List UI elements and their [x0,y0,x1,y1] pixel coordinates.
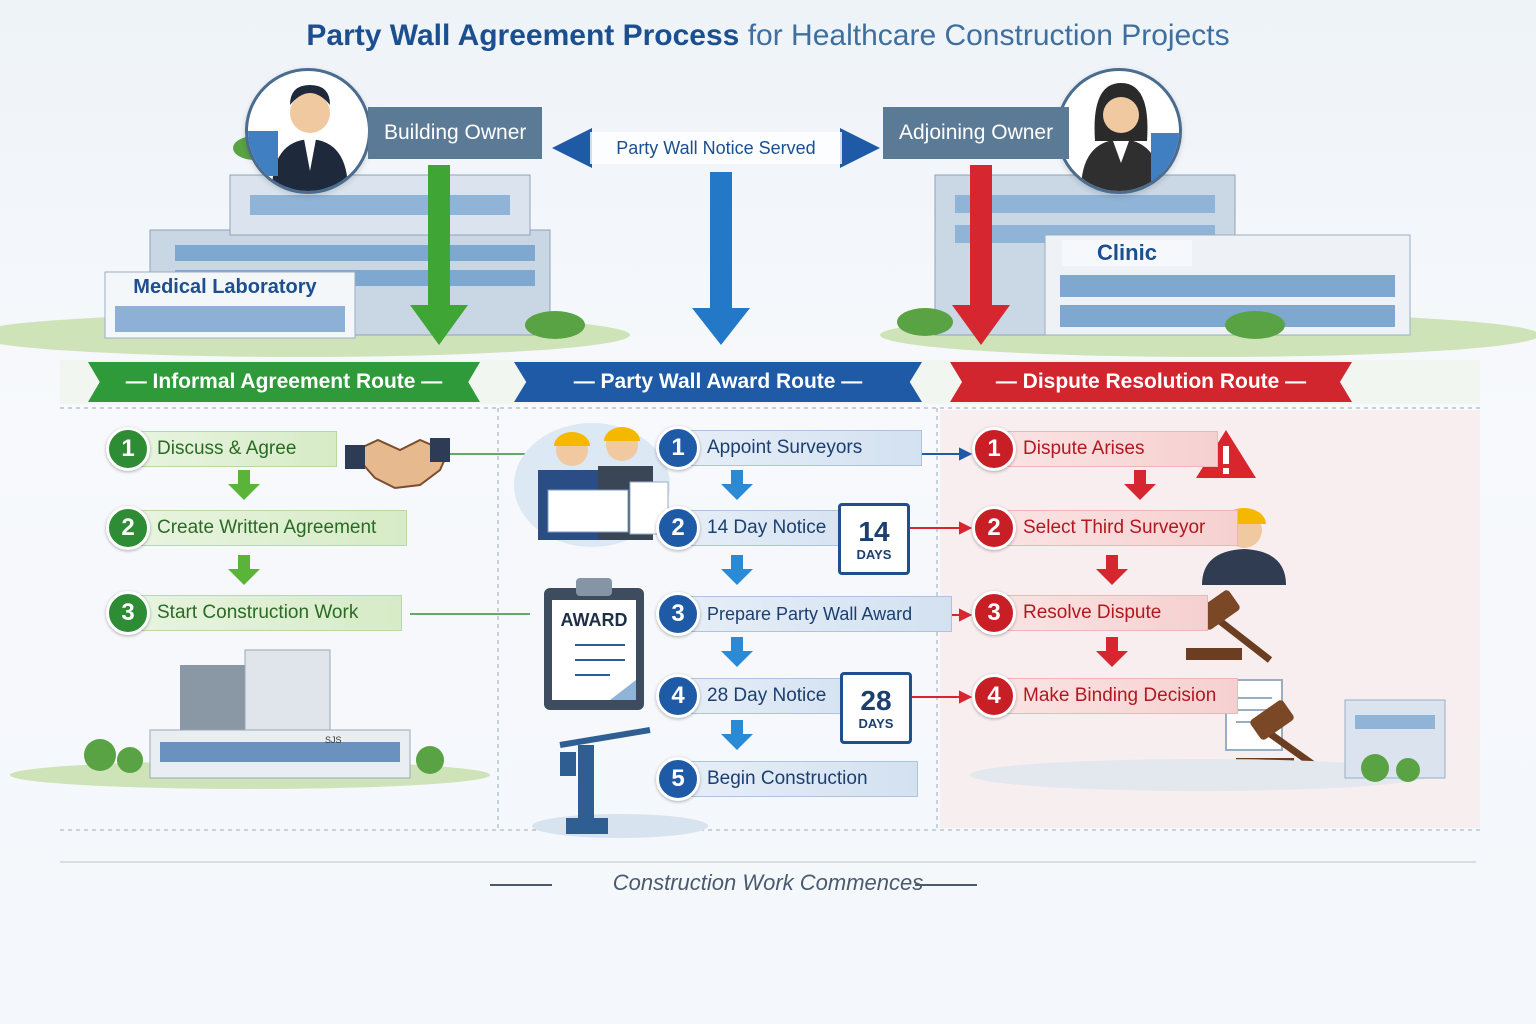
green-down-arrow [410,165,468,345]
step-number: 3 [972,591,1016,635]
adjoining-owner-label: Adjoining Owner [883,107,1070,159]
route-name: Dispute Resolution Route [1022,370,1280,393]
green-step-3: 3 Start Construction Work [106,591,402,635]
calendar-number: 28 [860,685,892,716]
step-number: 4 [972,674,1016,718]
building-owner-avatar [245,68,371,194]
green-step-arrows [228,470,260,585]
party-wall-notice-label: Party Wall Notice Served [616,138,816,158]
bush [897,308,953,336]
clinic-sign: Clinic [1062,240,1192,266]
step-number: 2 [106,506,150,550]
step-label: Select Third Surveyor [1002,510,1238,546]
medical-laboratory-building [104,174,551,339]
right-bottom-scenery [970,699,1446,791]
blue-step-3: 3 Prepare Party Wall Award [656,592,952,636]
title-bold: Party Wall Agreement Process [306,19,740,52]
title-rest: for Healthcare Construction Projects [747,19,1230,52]
route-name: Party Wall Award Route [600,370,836,393]
calendar-14-days-icon: 14 DAYS [838,503,910,575]
calendar-unit: DAYS [858,716,894,731]
surveyors-icon [514,423,670,547]
step-label: Resolve Dispute [1002,595,1208,631]
adjoining-owner-avatar [1056,68,1182,194]
small-building-sign: SJS [325,735,342,745]
step-number: 1 [106,427,150,471]
calendar-unit: DAYS [856,547,892,562]
calendar-number: 14 [858,516,890,547]
male-person-icon [248,85,348,191]
construction-work-commences-footer: Construction Work Commences [612,870,924,895]
step-label: Start Construction Work [136,595,402,631]
step-label: Make Binding Decision [1002,678,1238,714]
page-title: Party Wall Agreement Process for Healthc… [0,18,1536,54]
green-step-1: 1 Discuss & Agree [106,427,337,471]
medical-laboratory-sign: Medical Laboratory [133,276,317,298]
red-step-2: 2 Select Third Surveyor [972,506,1238,550]
building-owner-label: Building Owner [368,107,543,159]
crane-icon [532,727,708,838]
blue-step-arrows [721,470,753,750]
step-number: 4 [656,674,700,718]
calendar-28-days-icon: 28 DAYS [840,672,912,744]
step-number: 2 [972,506,1016,550]
step-label: Appoint Surveyors [686,430,922,466]
step-label: Dispute Arises [1002,431,1218,467]
step-label: Prepare Party Wall Award [686,596,952,632]
red-step-arrows [1096,470,1156,667]
green-step-2: 2 Create Written Agreement [106,506,407,550]
informal-agreement-route-banner: — Informal Agreement Route — [88,362,480,402]
female-person-icon [1081,83,1179,191]
route-name: Informal Agreement Route [152,370,416,393]
award-label: AWARD [560,610,628,630]
handshake-icon [345,438,450,490]
step-number: 3 [656,592,700,636]
blue-step-1: 1 Appoint Surveyors [656,426,922,470]
step-number: 3 [106,591,150,635]
step-number: 1 [656,426,700,470]
bush [525,311,585,339]
bush [1225,311,1285,339]
finished-building-icon [10,649,490,789]
notice-double-arrow [552,128,880,168]
red-step-4: 4 Make Binding Decision [972,674,1238,718]
step-number: 5 [656,757,700,801]
step-label: Create Written Agreement [136,510,407,546]
blue-down-arrow [692,172,750,345]
blue-step-5: 5 Begin Construction [656,757,918,801]
step-number: 1 [972,427,1016,471]
red-step-1: 1 Dispute Arises [972,427,1218,471]
red-down-arrow [952,165,1010,345]
party-wall-award-route-banner: — Party Wall Award Route — [514,362,922,402]
step-number: 2 [656,506,700,550]
step-label: Begin Construction [686,761,918,797]
dispute-resolution-route-banner: — Dispute Resolution Route — [950,362,1352,402]
award-clipboard-icon [544,578,644,710]
red-step-3: 3 Resolve Dispute [972,591,1208,635]
step-label: Discuss & Agree [136,431,337,467]
connector-green [410,453,530,615]
